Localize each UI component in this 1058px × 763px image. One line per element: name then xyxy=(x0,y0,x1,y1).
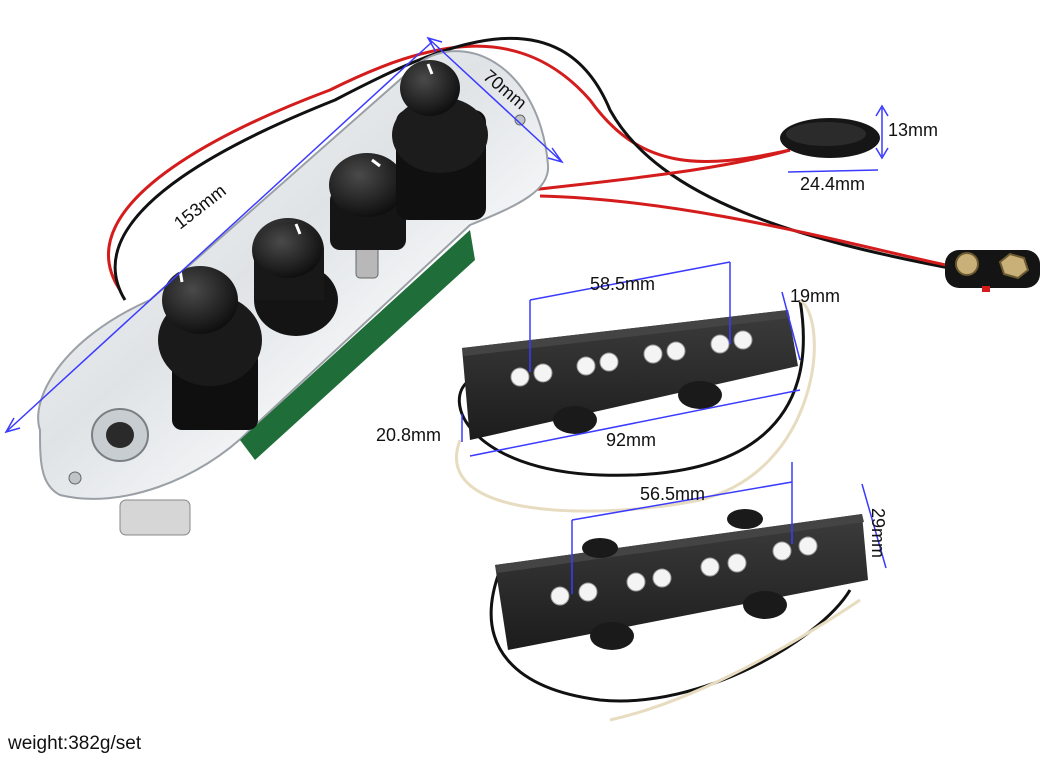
dimension-lines xyxy=(4,36,889,594)
battery-box xyxy=(780,118,880,158)
knob-4 xyxy=(392,60,488,220)
bridge-pickup xyxy=(455,298,816,513)
knob-1 xyxy=(158,266,262,430)
neck-pole-pieces xyxy=(550,536,818,606)
dim-bridge-pole-spacing: 58.5mm xyxy=(590,274,655,294)
bridge-pole-pieces xyxy=(510,330,753,387)
battery-snap xyxy=(945,250,1040,292)
neck-pickup xyxy=(489,509,868,722)
dim-battery-width: 24.4mm xyxy=(800,174,865,194)
weight-caption: weight:382g/set xyxy=(8,733,142,754)
dim-bridge-length: 92mm xyxy=(606,430,656,450)
dim-neck-pole-spacing: 56.5mm xyxy=(640,484,705,504)
dim-battery-height: 13mm xyxy=(888,120,938,140)
battery-wires xyxy=(107,36,961,301)
dim-plate-length: 153mm xyxy=(170,180,230,233)
knob-2 xyxy=(252,218,338,336)
dim-bridge-height: 20.8mm xyxy=(376,425,441,445)
dim-neck-width: 29mm xyxy=(868,508,888,558)
dim-bridge-width: 19mm xyxy=(790,286,840,306)
knob-3 xyxy=(329,153,406,250)
